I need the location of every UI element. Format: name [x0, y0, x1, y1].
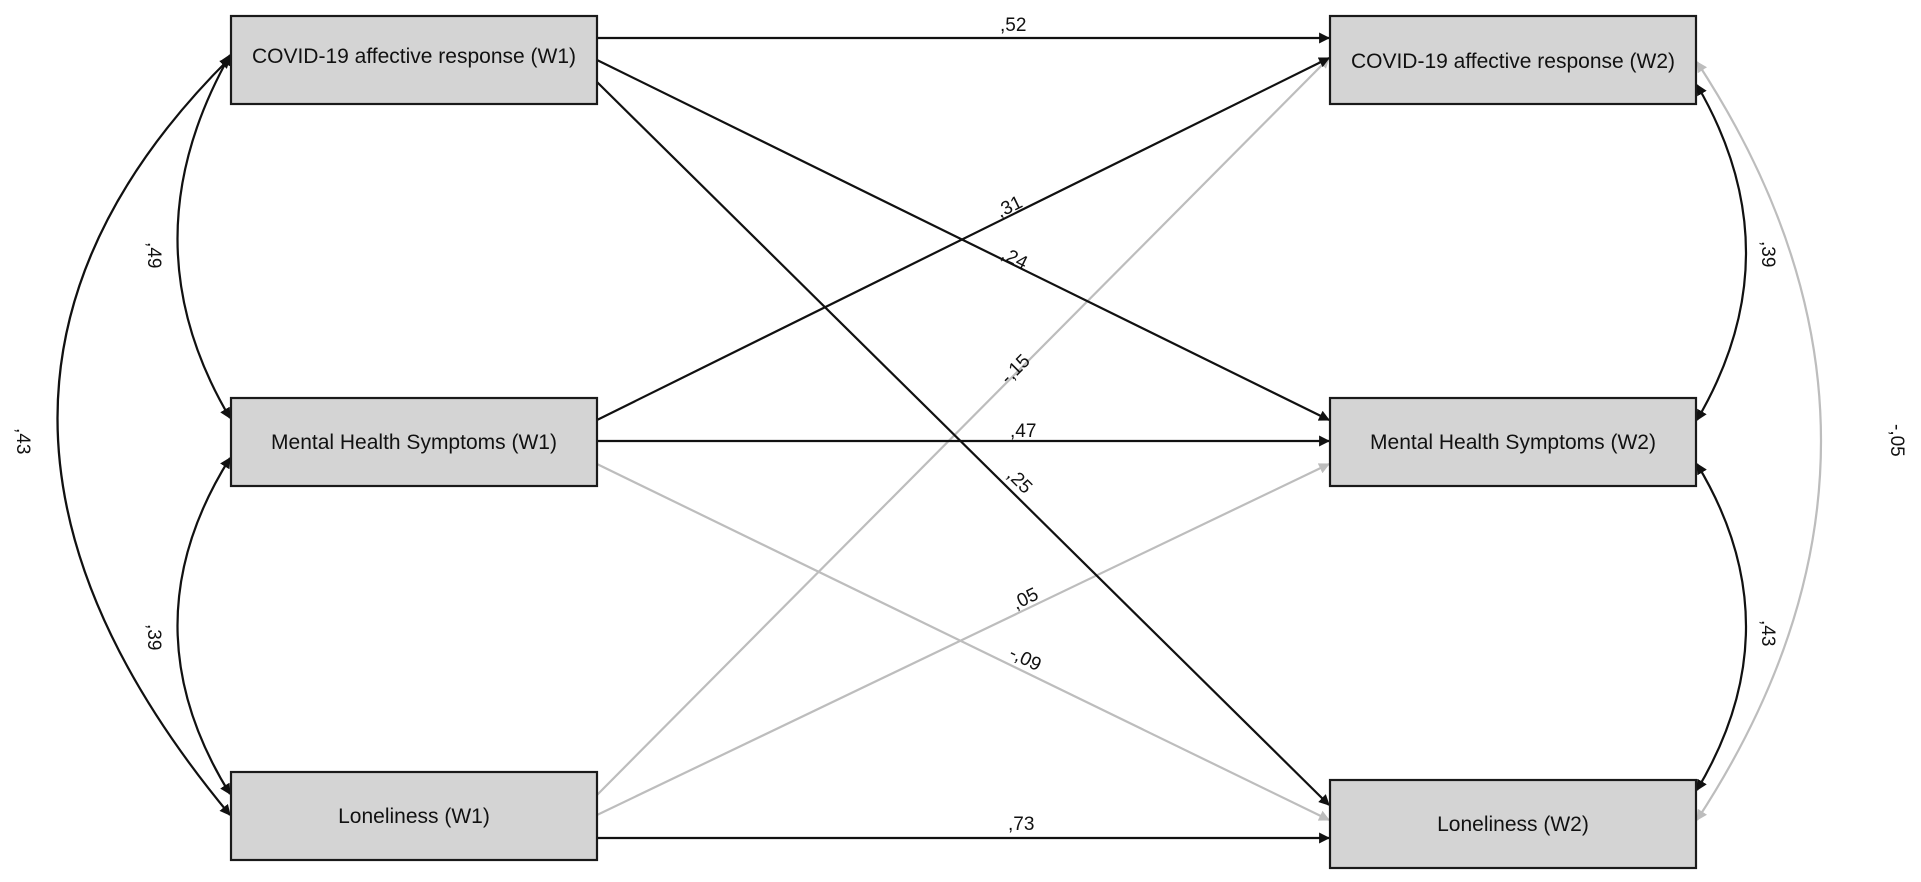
- node-lon-w1: Loneliness (W1): [229, 770, 599, 862]
- coef-covid-mhs: ,24: [998, 244, 1031, 275]
- coef-mhs-mhs: ,47: [1010, 421, 1036, 442]
- path-lon-w1-to-mhs-w2: [596, 463, 1330, 816]
- node-label: Mental Health Symptoms (W2): [1370, 431, 1656, 454]
- path-covid-w1-to-mhs-w2: [596, 59, 1330, 421]
- node-label: COVID-19 affective response (W1): [252, 45, 576, 68]
- corr-label-w2-covid-mhs: ,39: [1757, 241, 1778, 267]
- path-covid-w1-to-lon-w2: [596, 81, 1330, 806]
- corr-w1-mhs-lon: [176, 457, 231, 795]
- node-covid-w1: COVID-19 affective response (W1): [229, 14, 599, 106]
- node-label: COVID-19 affective response (W2): [1351, 50, 1675, 73]
- coef-covid-lon: ,25: [1002, 465, 1036, 499]
- corr-w2-mhs-lon: [1696, 463, 1748, 791]
- path-lon-w1-to-covid-w2: [596, 57, 1330, 796]
- node-label: Loneliness (W2): [1437, 813, 1589, 836]
- coef-lon-mhs: ,05: [1009, 584, 1042, 614]
- corr-label-w1-mhs-lon: ,39: [143, 624, 164, 650]
- node-mhs-w1: Mental Health Symptoms (W1): [229, 396, 599, 488]
- corr-label-w1-covid-mhs: ,49: [143, 242, 164, 268]
- corr-w2-covid-mhs: [1696, 84, 1748, 421]
- coef-lon-covid: -,15: [997, 351, 1035, 389]
- corr-label-w1-covid-lon: ,43: [12, 428, 33, 454]
- node-lon-w2: Loneliness (W2): [1328, 778, 1698, 870]
- corr-label-w2-mhs-lon: ,43: [1757, 620, 1778, 646]
- coef-mhs-covid: ,31: [993, 192, 1026, 222]
- corr-label-w2-covid-lon: -,05: [1886, 424, 1907, 457]
- node-label: Mental Health Symptoms (W1): [271, 431, 557, 454]
- coef-covid-covid: ,52: [1000, 15, 1026, 36]
- node-label: Loneliness (W1): [338, 805, 490, 828]
- path-mhs-w1-to-lon-w2: [596, 463, 1330, 821]
- corr-w1-covid-mhs: [176, 54, 231, 419]
- corr-w2-covid-lon: [1696, 61, 1823, 821]
- coef-mhs-lon: -,09: [1006, 643, 1045, 676]
- coef-lon-lon: ,73: [1008, 814, 1034, 835]
- node-mhs-w2: Mental Health Symptoms (W2): [1328, 396, 1698, 488]
- node-covid-w2: COVID-19 affective response (W2): [1328, 14, 1698, 106]
- corr-w1-covid-lon: [56, 57, 231, 816]
